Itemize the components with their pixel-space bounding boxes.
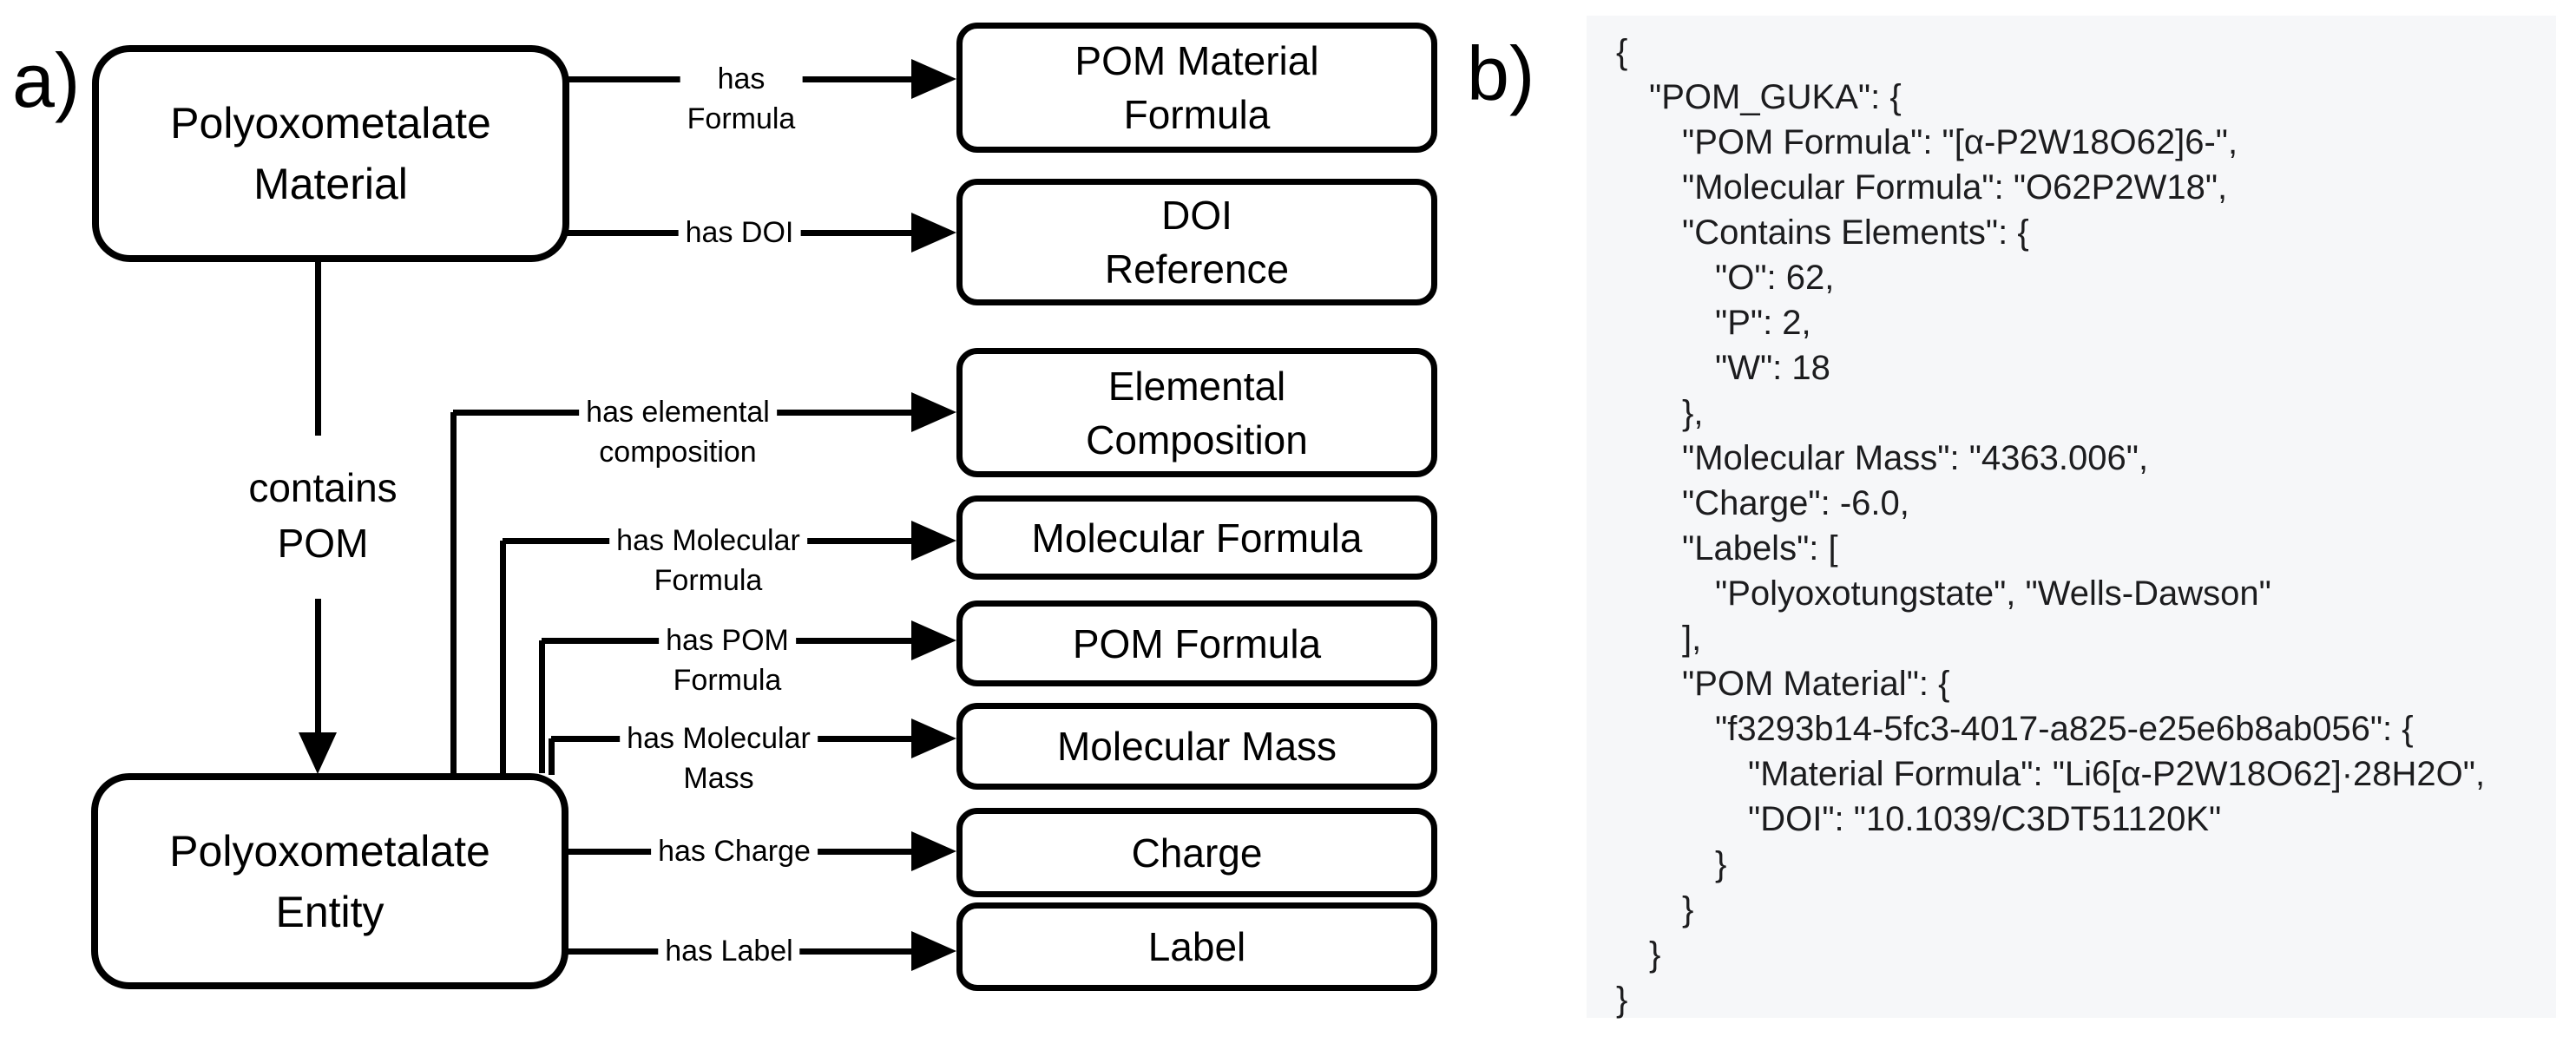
json-code-line: "Contains Elements": {: [1682, 213, 2029, 252]
json-code-line: }: [1715, 845, 1727, 883]
node-charge: Charge: [956, 808, 1437, 897]
panel-a-label: a): [12, 37, 81, 123]
json-code-line: "Molecular Mass": "4363.006",: [1682, 439, 2149, 477]
arrowhead-has-formula: [911, 59, 956, 99]
node-polyoxometalate-material: Polyoxometalate Material: [92, 45, 569, 262]
edge-label-has-pom-formula: has POM Formula: [659, 620, 796, 700]
json-code-line: "POM_GUKA": {: [1649, 78, 1902, 116]
json-code-line: },: [1682, 394, 1704, 432]
arrowhead-has-doi: [911, 213, 956, 253]
json-code-line: {: [1616, 33, 1628, 71]
arrowhead-has-molecular-formula: [911, 521, 956, 561]
json-code-line: "POM Material": {: [1682, 665, 1950, 703]
edge-label-has-label: has Label: [658, 931, 800, 971]
json-code-line: "Labels": [: [1682, 529, 1838, 568]
arrowhead-has-pom-formula: [911, 620, 956, 660]
json-code-line: }: [1616, 981, 1628, 1019]
connector-has-pom-formula-riser: [539, 640, 545, 773]
connector-contains-pom-line-upper: [315, 262, 321, 436]
edge-label-contains-pom: contains POM: [241, 460, 404, 571]
node-elemental-composition: Elemental Composition: [956, 348, 1437, 477]
edge-label-has-doi: has DOI: [678, 213, 801, 253]
edge-label-has-molecular-formula: has Molecular Formula: [609, 521, 807, 600]
json-code-line: "Polyoxotungstate", "Wells-Dawson": [1715, 574, 2271, 613]
edge-label-has-elemental-composition: has elemental composition: [579, 392, 777, 472]
json-code-line: "W": 18: [1715, 349, 1830, 387]
json-code-line: "O": 62,: [1715, 259, 1835, 297]
json-code-panel: { "POM_GUKA": { "POM Formula": "[α-P2W18O6…: [1587, 16, 2556, 1019]
arrowhead-has-elemental-composition: [911, 392, 956, 432]
json-code-line: ],: [1682, 620, 1702, 658]
json-code-line: }: [1682, 890, 1694, 928]
edge-label-has-charge: has Charge: [651, 831, 818, 871]
json-code-line: }: [1649, 935, 1661, 974]
json-code-line: "f3293b14-5fc3-4017-a825-e25e6b8ab056": …: [1715, 710, 2414, 748]
node-pom-formula: POM Formula: [956, 600, 1437, 686]
arrowhead-has-charge: [911, 831, 956, 871]
node-molecular-formula: Molecular Formula: [956, 495, 1437, 580]
connector-has-molecular-mass-riser: [549, 738, 555, 775]
node-doi-reference: DOI Reference: [956, 179, 1437, 305]
json-code-line: "DOI": "10.1039/C3DT51120K": [1748, 800, 2222, 838]
node-molecular-mass: Molecular Mass: [956, 703, 1437, 790]
arrowhead-contains-pom: [299, 732, 337, 774]
json-code-line: "Molecular Formula": "O62P2W18",: [1682, 168, 2228, 207]
arrowhead-has-molecular-mass: [911, 719, 956, 758]
connector-has-molecular-formula-riser: [500, 541, 506, 773]
json-code-line: "POM Formula": "[α-P2W18O62]6-",: [1682, 123, 2238, 161]
connector-contains-pom-line-lower: [315, 599, 321, 736]
node-polyoxometalate-entity: Polyoxometalate Entity: [91, 773, 568, 989]
json-code-line: "Material Formula": "Li6[α-P2W18O62]·28H…: [1748, 755, 2486, 793]
node-label: Label: [956, 902, 1437, 991]
json-code-line: "P": 2,: [1715, 304, 1811, 342]
connector-has-elemental-composition-riser: [450, 412, 457, 773]
edge-label-has-molecular-mass: has Molecular Mass: [620, 719, 818, 798]
edge-label-has-formula: has Formula: [680, 59, 803, 139]
json-code-line: "Charge": -6.0,: [1682, 484, 1909, 522]
node-pom-material-formula: POM Material Formula: [956, 23, 1437, 153]
panel-b-label: b): [1467, 30, 1535, 116]
arrowhead-has-label: [911, 931, 956, 971]
